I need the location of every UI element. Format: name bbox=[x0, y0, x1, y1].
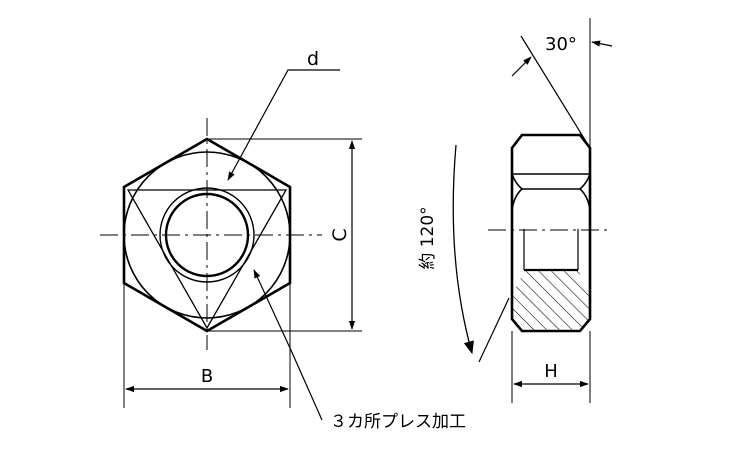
c-label: C bbox=[329, 228, 351, 241]
flat-curve-lower-right bbox=[579, 188, 591, 211]
flat-curve-lower-left bbox=[511, 188, 523, 211]
hatched-section bbox=[512, 270, 590, 331]
d-label: d bbox=[307, 48, 319, 70]
angle-arrow-left bbox=[511, 56, 532, 77]
flat-curve-upper-left bbox=[511, 173, 523, 190]
chamfer-extension-line bbox=[520, 35, 591, 149]
angle-arrow-right bbox=[591, 40, 613, 47]
b-label: B bbox=[201, 366, 213, 387]
h-label: H bbox=[544, 361, 558, 382]
bore-inner-circle bbox=[164, 192, 250, 278]
flat-curve-upper-right bbox=[579, 173, 591, 190]
chamfer-circle bbox=[123, 151, 291, 319]
press-note-leader bbox=[253, 269, 323, 421]
d-leader-line bbox=[227, 69, 340, 181]
angle-30-label: 30° bbox=[545, 34, 577, 55]
bore-outer-circle bbox=[159, 187, 255, 283]
press-note-label: ３カ所プレス加工 bbox=[330, 412, 466, 432]
approx-120-label: 約 120° bbox=[418, 206, 438, 269]
side-outline bbox=[510, 133, 592, 333]
front-view bbox=[100, 69, 362, 421]
press-triangle bbox=[126, 189, 288, 330]
approx-120-extension bbox=[478, 297, 510, 363]
approx-120-arc bbox=[452, 144, 474, 355]
side-view bbox=[452, 18, 613, 403]
